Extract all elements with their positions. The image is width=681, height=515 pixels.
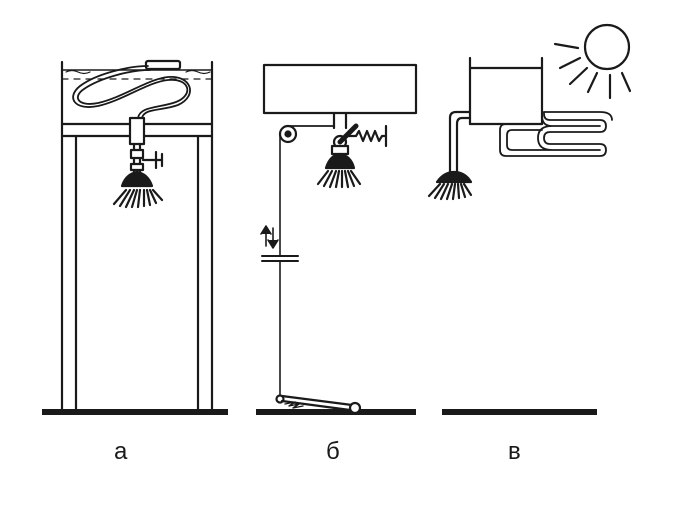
panel-v-tank	[468, 56, 544, 126]
sun-icon	[553, 23, 632, 100]
panel-v-outlet-pipe	[448, 110, 472, 174]
panel-v-shower	[427, 23, 632, 415]
panel-b-motion-arrows-icon	[260, 225, 279, 249]
panel-a-hose	[72, 65, 191, 129]
panel-b-outlet-pipe	[287, 111, 348, 130]
panel-v-caption: в	[508, 438, 521, 465]
panel-a-shower	[42, 59, 228, 415]
panel-a-ground	[42, 409, 228, 415]
panel-b-ground	[256, 409, 416, 415]
panel-b-tank	[262, 63, 418, 115]
panel-b-shower-head	[316, 152, 362, 189]
panel-a-pipe	[128, 116, 146, 174]
panel-a-float	[144, 59, 182, 71]
panel-b-foot-pedal	[275, 394, 362, 415]
panel-b-pulley	[278, 124, 298, 144]
panel-v-ground	[442, 409, 597, 415]
panel-v-shower-head	[427, 170, 473, 201]
panel-b-pull-cord	[261, 133, 299, 397]
panel-a-caption: а	[114, 438, 128, 465]
panel-v-solar-coil	[499, 111, 613, 157]
panel-b-valve	[330, 123, 388, 156]
panel-a-shower-head	[112, 170, 164, 209]
panel-b-shower	[256, 63, 418, 415]
panel-a-valve-handle	[141, 150, 164, 170]
panel-b-caption: б	[326, 438, 340, 465]
panel-a-frame	[60, 60, 214, 412]
